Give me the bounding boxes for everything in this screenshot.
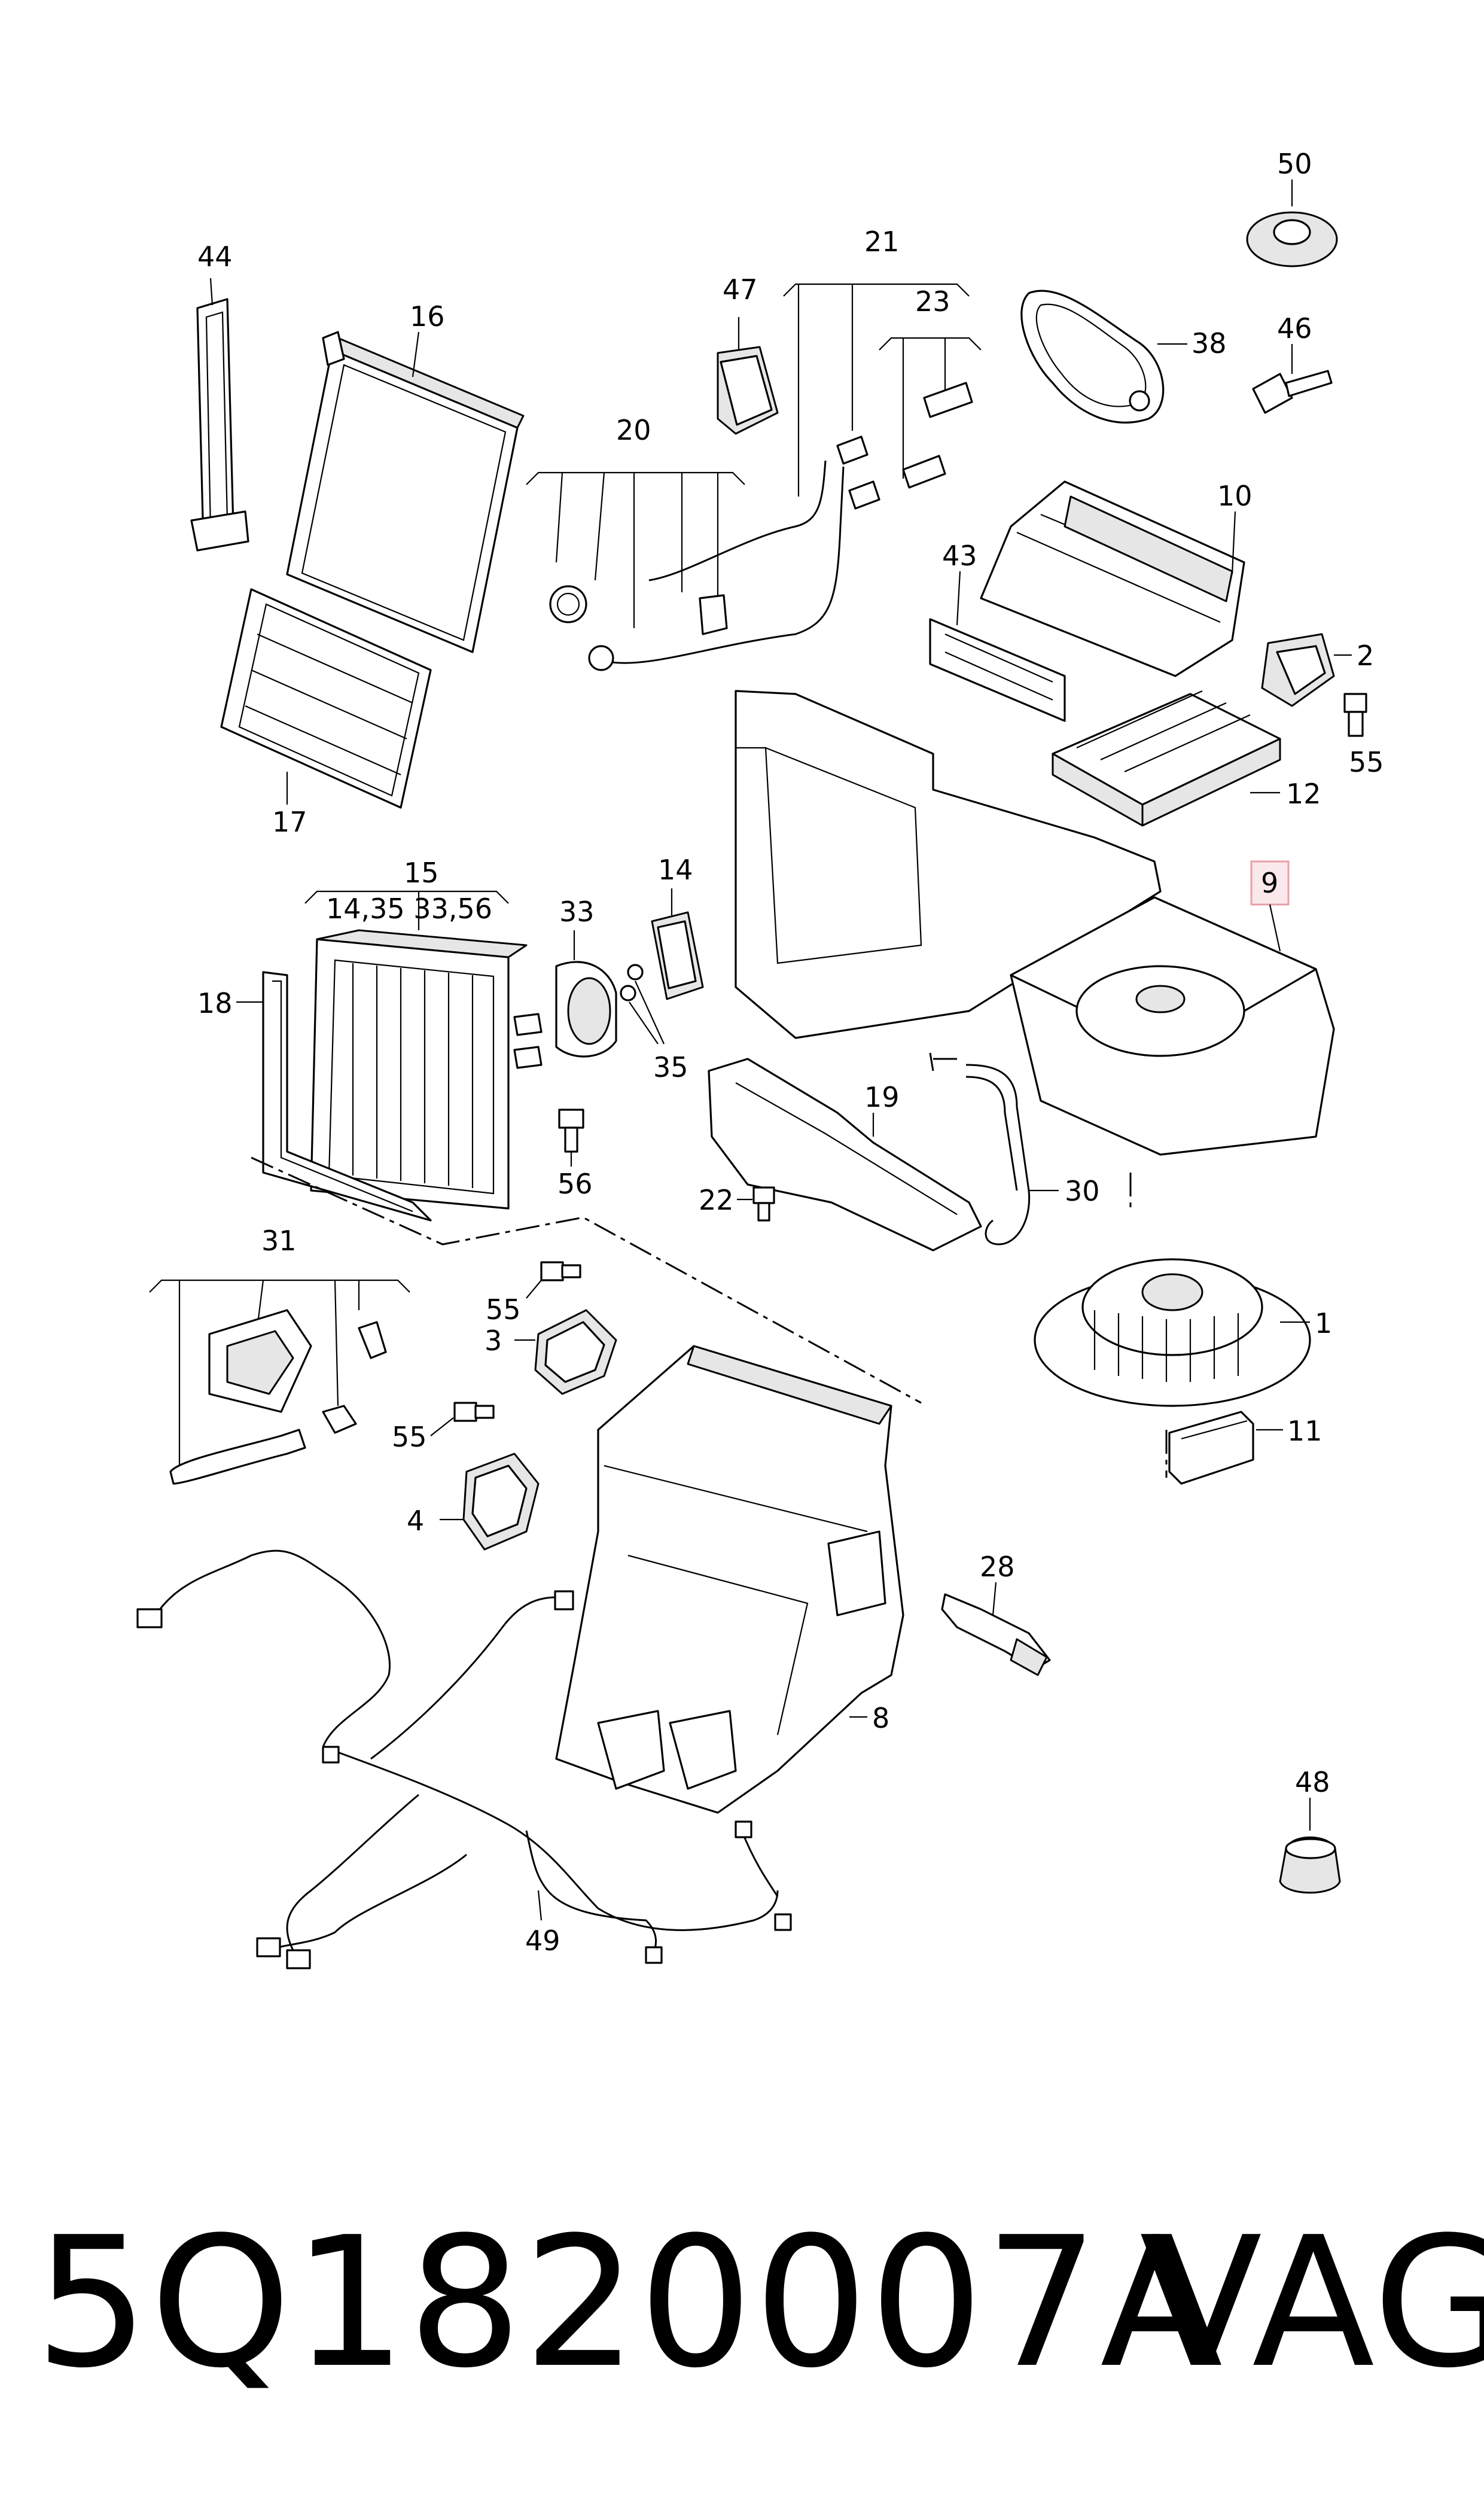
callout-10: 10 [1217,480,1253,512]
part-2-actuator [1261,633,1335,707]
part-33-seal [555,961,617,1058]
callout-15-sub: 14,35 33,56 [326,893,492,925]
part-4-actuator [462,1453,540,1551]
callout-44: 44 [197,240,233,273]
part-9-blower-housing [1010,896,1335,1156]
callout-21: 21 [864,226,900,258]
callout-46: 46 [1277,312,1312,345]
part-46-bolt [1252,370,1333,414]
callout-50: 50 [1277,148,1312,180]
part-22-screw [752,1186,775,1222]
part-20-refrigerant-pipes [549,460,845,671]
part-55-screw-lower [453,1402,495,1422]
part-38-seal [1020,290,1165,424]
callout-31: 31 [261,1225,297,1257]
callout-4: 4 [407,1505,424,1537]
part-14-expansion-valve [651,911,704,1000]
part-10-air-flap-housing [980,480,1245,677]
part-30-drain-hose [965,1064,1031,1246]
callout-56: 56 [557,1168,593,1200]
callout-1: 1 [1315,1307,1332,1339]
bracket-20 [526,471,745,628]
callout-38: 38 [1192,327,1227,360]
callout-55-upper: 55 [486,1293,521,1326]
callout-47: 47 [723,273,758,306]
callout-55-right: 55 [1349,746,1384,778]
part-12-cabin-filter [1052,690,1281,827]
callout-9: 9 [1261,867,1278,899]
callout-43: 43 [942,540,977,572]
callout-2: 2 [1357,640,1374,672]
part-11-blower-cover [1168,1411,1254,1485]
part-17-heater-frame [220,588,432,809]
callout-8: 8 [872,1702,889,1734]
callout-55-lower: 55 [392,1421,427,1453]
callout-22: 22 [699,1184,734,1216]
callout-49: 49 [525,1925,560,1957]
bracket-21 [783,283,970,497]
part-18-seal-frame [262,971,432,1222]
callout-15: 15 [404,857,439,889]
callout-12: 12 [1286,778,1321,810]
part-16-heat-exchanger [286,331,525,653]
part-19-cover [708,1058,982,1252]
part-15-evaporator [310,929,543,1210]
part-48-cap [1279,1836,1341,1894]
part-3-actuator [534,1309,617,1395]
part-23-fittings [836,382,973,510]
callout-28: 28 [980,1551,1015,1583]
callout-30: 30 [1065,1175,1100,1207]
part-35-o-rings [620,964,665,1045]
callout-14: 14 [658,854,693,886]
part-56-screw [558,1109,584,1153]
part-47-valve-block [717,346,779,435]
callout-48: 48 [1295,1766,1330,1798]
part-44-bracket [190,298,249,552]
part-55-screw-upper [540,1261,581,1281]
part-43-grille [929,618,1066,722]
callout-11: 11 [1287,1415,1323,1447]
bracket-15 [304,890,509,930]
part-31-levers [169,1309,387,1485]
part-8-main-housing [555,1345,904,1814]
callout-3: 3 [484,1325,502,1357]
callout-18: 18 [197,987,233,1019]
bracket-23 [879,337,982,479]
bracket-31 [149,1279,410,1469]
assembly-lines [251,1052,1168,1478]
callout-23: 23 [915,285,950,318]
callout-19: 19 [864,1081,900,1113]
exploded-parts-diagram: 44 16 17 20 21 [136,148,1384,1969]
part-number: 5Q1820007A [35,2199,1224,2407]
callout-35: 35 [653,1051,688,1083]
callout-33: 33 [559,896,595,928]
part-28-sensor [941,1593,1051,1676]
part-49-wiring-harness [136,1549,792,1969]
part-1-blower-motor [1034,1258,1311,1407]
brand-name: VAG [1139,2199,1484,2407]
callout-20: 20 [616,414,651,446]
part-55-screw-right [1343,693,1367,737]
part-50-nut [1246,211,1338,267]
callout-16: 16 [410,300,445,333]
callout-17: 17 [272,806,307,838]
